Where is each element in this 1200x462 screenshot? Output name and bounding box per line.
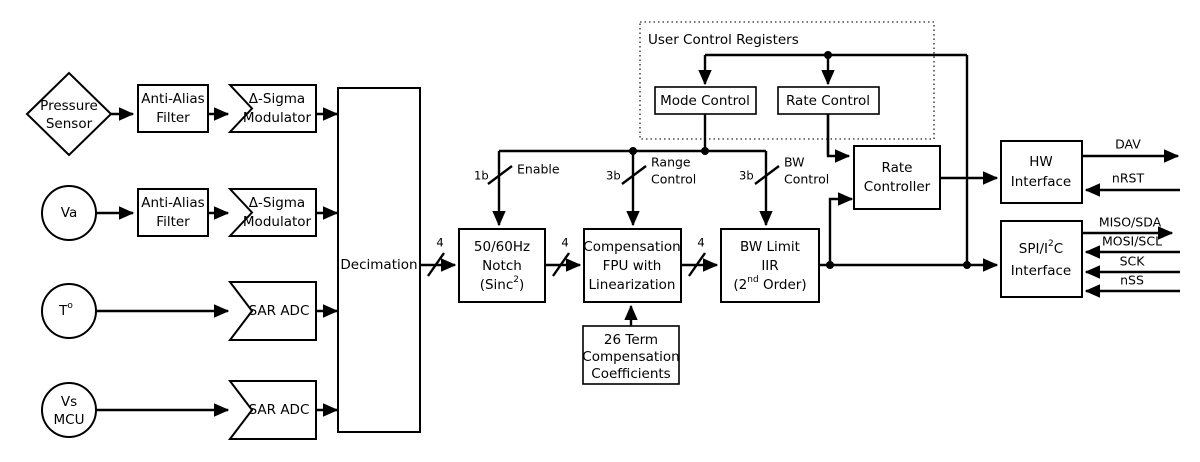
anti-alias-filter-1-shape — [137, 84, 209, 133]
compensation-coefficients-label-line2: Compensation — [582, 349, 679, 365]
compensation-fpu-shape — [583, 228, 682, 303]
temperature-source-label: To — [58, 301, 73, 320]
decimation-shape — [337, 87, 421, 433]
sar-adc-1-label: SAR ADC — [249, 303, 310, 319]
notch-filter-label-line3: (Sinc2) — [480, 275, 525, 294]
wire-rate-control-to-rate-controller — [826, 114, 851, 163]
sar-adc-2-label: SAR ADC — [249, 402, 310, 418]
bus-width-range: 3b — [606, 169, 621, 183]
bus-slash-decimation-out — [427, 252, 445, 277]
signal-label-sck: SCK — [1120, 254, 1146, 269]
pressure-sensor-shape — [25, 71, 113, 157]
anti-alias-filter-1-label-line1: Anti-Alias — [141, 91, 204, 107]
sar-adc-2-shape — [227, 380, 317, 440]
signal-label-nrst: nRST — [1112, 171, 1145, 186]
delta-sigma-modulator-1-shape — [227, 84, 317, 133]
control-label-bw-line1: BW — [784, 155, 805, 170]
bus-slash-notch-out — [552, 252, 570, 277]
signal-label-mosi-scl: MOSI/SCL — [1102, 234, 1162, 249]
bw-limit-iir-label-line1: BW Limit — [740, 239, 800, 255]
compensation-fpu-label-line3: Linearization — [589, 277, 676, 293]
hw-interface-label-line2: Interface — [1011, 174, 1071, 190]
decimation-label: Decimation — [340, 257, 417, 273]
rate-controller-shape — [853, 145, 941, 210]
spi-i2c-interface-label-line1: SPI/I2C — [1019, 239, 1063, 258]
delta-sigma-modulator-2-shape — [227, 188, 317, 237]
rate-control-label: Rate Control — [786, 93, 870, 109]
pressure-sensor-label-line1: Pressure — [40, 98, 98, 114]
anti-alias-filter-2-label-line1: Anti-Alias — [141, 195, 204, 211]
wire-bwlimit-to-rate-controller — [828, 192, 854, 265]
vs-mcu-source-shape — [41, 382, 97, 438]
control-label-bw-line2: Control — [784, 172, 829, 187]
rate-controller-label-line1: Rate — [882, 160, 913, 176]
vs-mcu-source-label-line2: MCU — [54, 412, 85, 428]
bus-width-enable: 1b — [474, 169, 489, 183]
spi-i2c-interface-shape — [1000, 220, 1083, 298]
notch-filter-label-line1: 50/60Hz — [474, 239, 530, 255]
bus-slash-enable — [487, 165, 513, 185]
temperature-source-shape — [41, 283, 97, 339]
va-source-label: Va — [61, 205, 77, 221]
user-control-registers-group — [639, 21, 935, 140]
compensation-coefficients-label-line3: Coefficients — [591, 366, 670, 382]
delta-sigma-modulator-2-label-line1: Δ-Sigma — [249, 195, 305, 211]
compensation-fpu-label-line1: Compensation — [583, 239, 680, 255]
hw-interface-label-line1: HW — [1029, 154, 1053, 170]
hw-interface-shape — [1000, 140, 1083, 204]
bus-slash-range — [621, 165, 647, 185]
signal-label-dav: DAV — [1115, 137, 1141, 152]
compensation-coefficients-label-line1: 26 Term — [604, 332, 658, 348]
sar-adc-1-shape — [227, 281, 317, 341]
user-control-registers-label: User Control Registers — [648, 32, 799, 48]
bus-width-notch-out: 4 — [561, 236, 568, 250]
compensation-coefficients-shape — [582, 325, 680, 385]
control-label-range-line2: Control — [651, 172, 696, 187]
bus-width-bw: 3b — [739, 169, 754, 183]
bw-limit-iir-label-line3: (2nd Order) — [733, 275, 806, 294]
rate-controller-label-line2: Controller — [864, 179, 931, 195]
control-label-enable: Enable — [517, 162, 560, 177]
control-label-range-line1: Range — [651, 155, 691, 170]
anti-alias-filter-1-label-line2: Filter — [156, 110, 190, 126]
delta-sigma-modulator-1-label-line1: Δ-Sigma — [249, 91, 305, 107]
bus-slash-fpu-out — [688, 252, 706, 277]
delta-sigma-modulator-2-label-line2: Modulator — [243, 214, 312, 230]
spi-i2c-interface-label-line2: Interface — [1011, 263, 1071, 279]
signal-label-miso-sda: MISO/SDA — [1099, 215, 1162, 230]
notch-filter-label-line2: Notch — [482, 258, 522, 274]
pressure-sensor-label-line2: Sensor — [46, 116, 93, 132]
bw-limit-iir-label-line2: IIR — [761, 258, 778, 274]
rate-control-shape — [777, 86, 880, 115]
compensation-fpu-label-line2: FPU with — [603, 258, 662, 274]
bus-slash-bw — [754, 165, 780, 185]
signal-label-nss: nSS — [1120, 273, 1144, 288]
mode-control-label: Mode Control — [660, 93, 750, 109]
bus-width-fpu-out: 4 — [697, 236, 704, 250]
notch-filter-shape — [458, 228, 546, 303]
bus-width-decimation-out: 4 — [436, 236, 443, 250]
mode-control-shape — [654, 86, 757, 115]
anti-alias-filter-2-label-line2: Filter — [156, 214, 190, 230]
delta-sigma-modulator-1-label-line2: Modulator — [243, 110, 312, 126]
vs-mcu-source-label-line1: Vs — [61, 394, 77, 410]
